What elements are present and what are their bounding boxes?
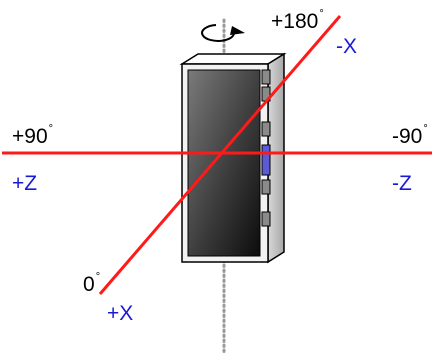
handheld-device-icon	[179, 52, 287, 264]
device-button-selected	[261, 144, 271, 176]
angle-label-minus-90: -90°	[392, 123, 428, 148]
rotation-arrow-icon	[201, 24, 245, 42]
x-axis-line	[98, 15, 342, 295]
axis-label-neg-x: -X	[336, 35, 357, 58]
device-button	[261, 69, 271, 85]
angle-label-plus-90: +180+90°	[12, 123, 54, 148]
device-button	[261, 179, 271, 195]
angle-label-zero: 0°	[83, 271, 101, 296]
device-screen	[187, 69, 261, 257]
device-button	[261, 121, 271, 137]
angle-label-plus-180: +180°	[271, 8, 324, 33]
axis-label-pos-z: +Z	[12, 172, 38, 195]
axis-label-pos-x: +X	[107, 302, 134, 325]
axis-label-neg-z: -Z	[392, 172, 412, 195]
device-button	[261, 211, 271, 227]
